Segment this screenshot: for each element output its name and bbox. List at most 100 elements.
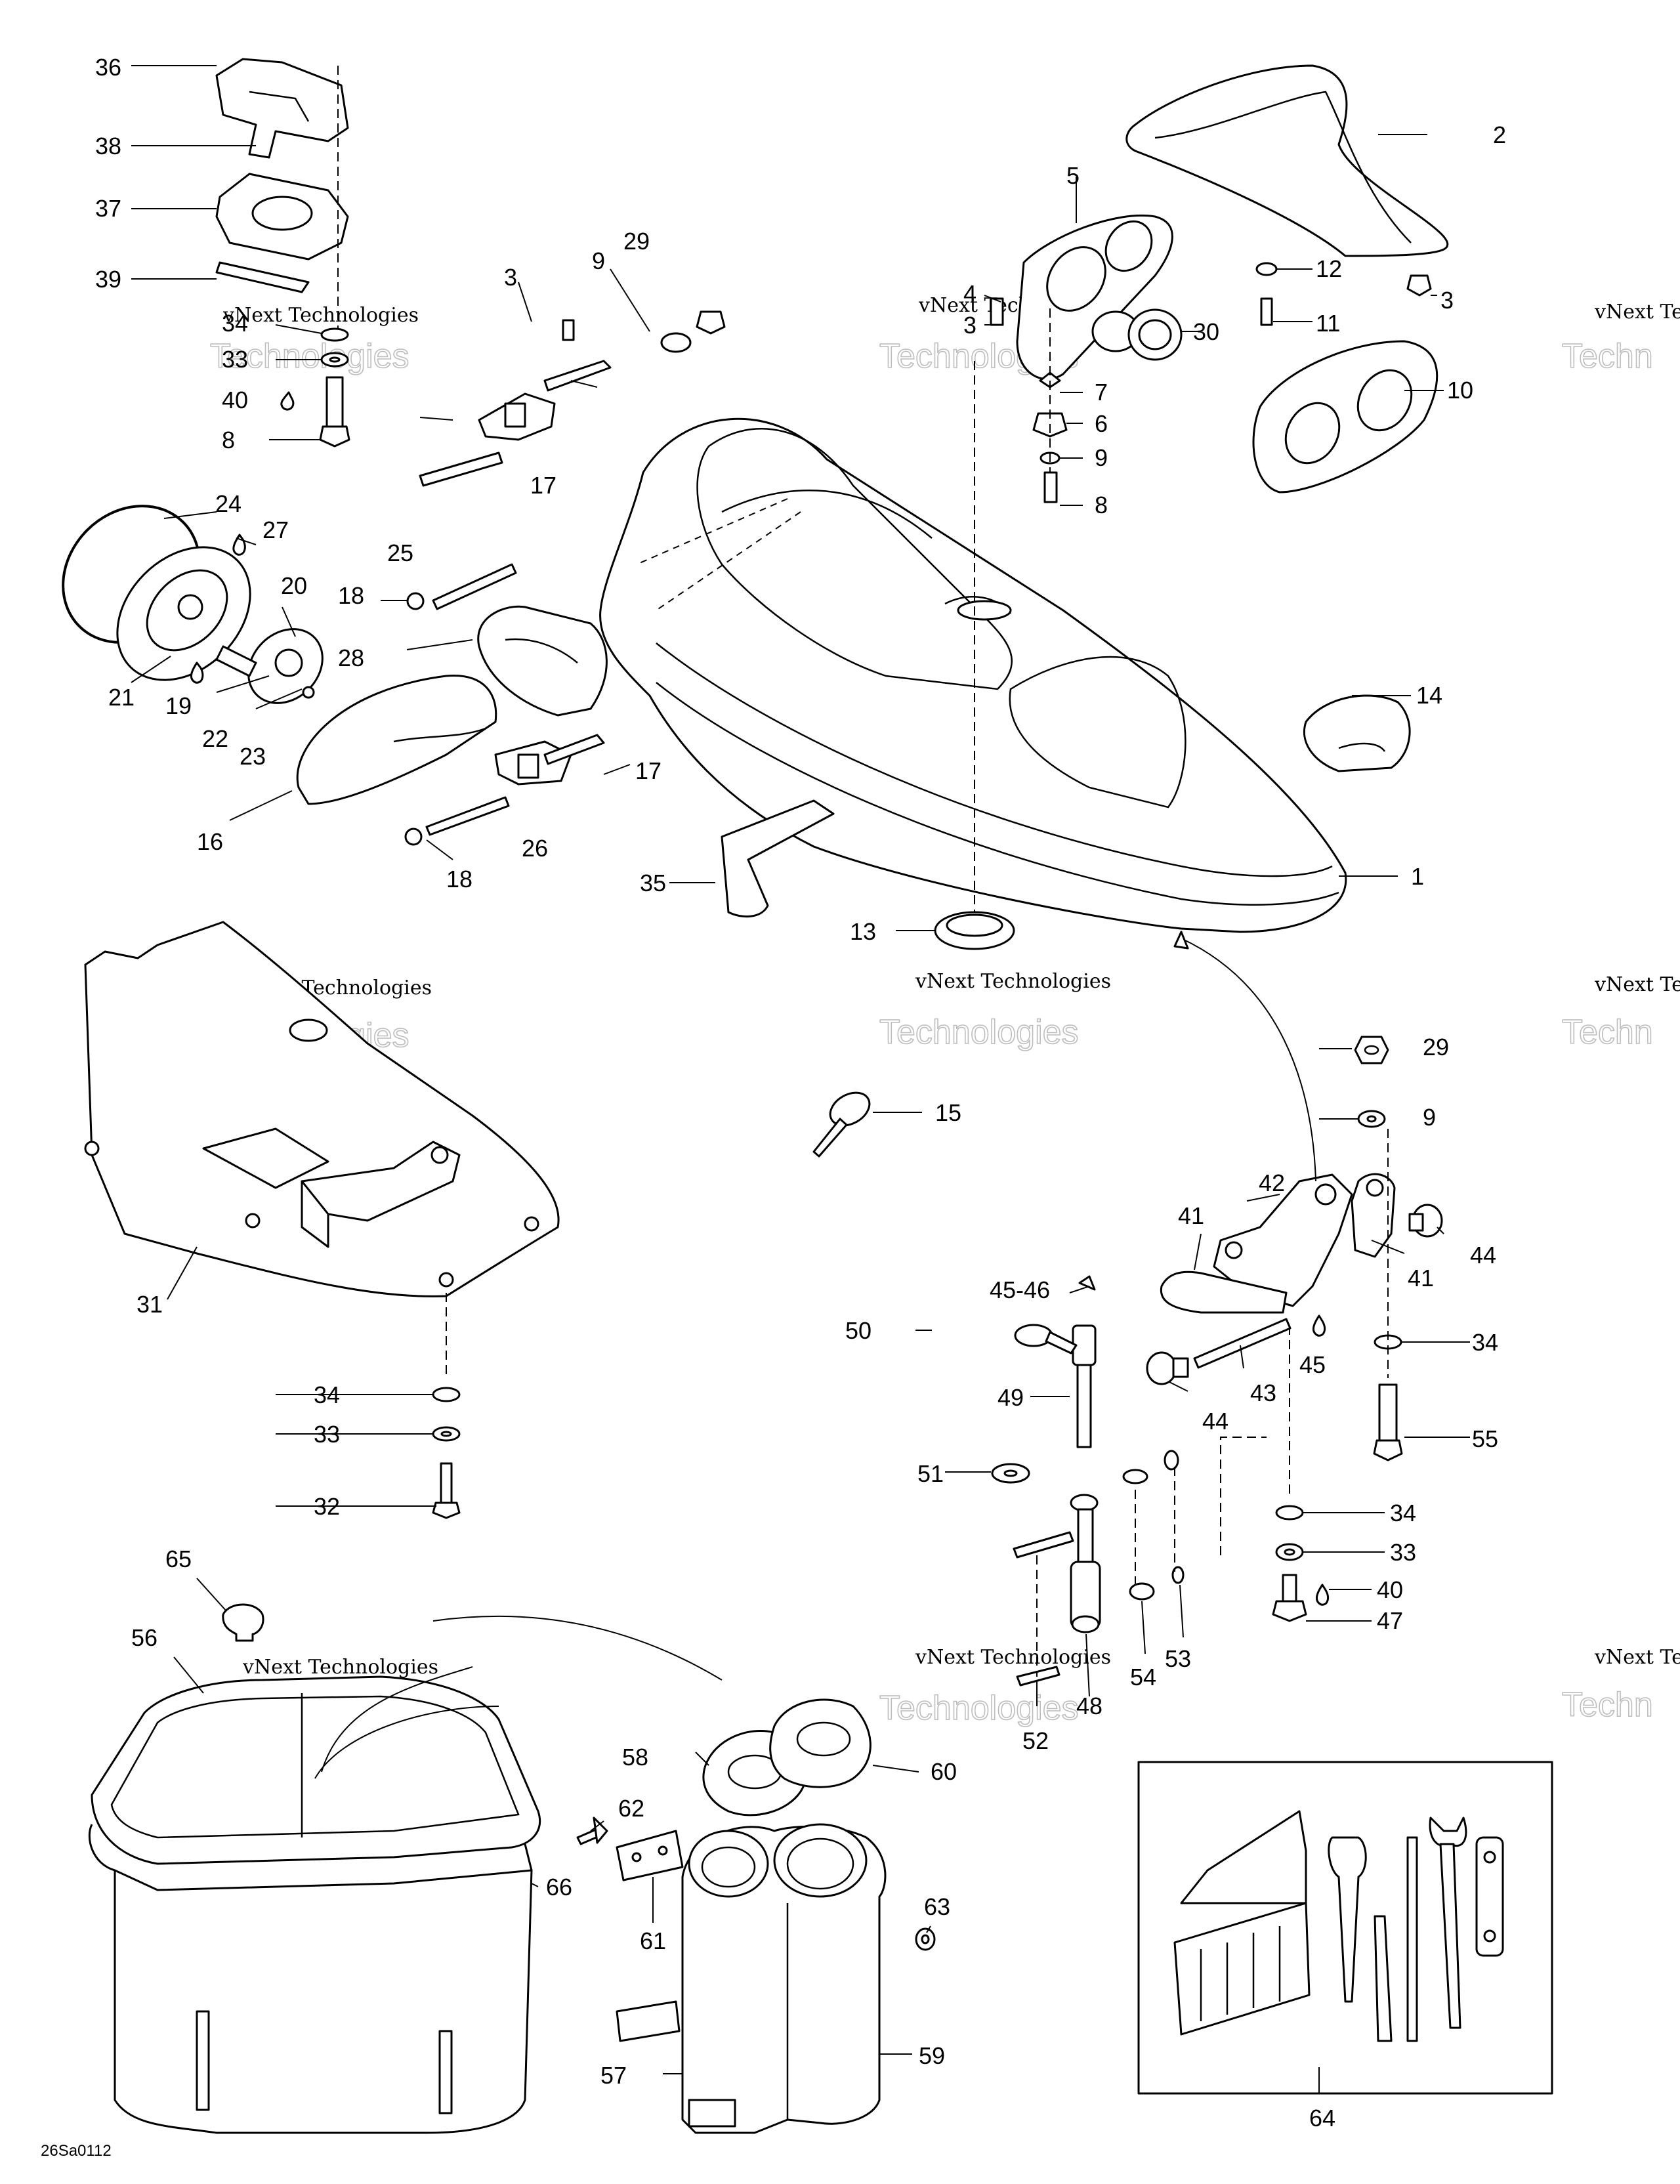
callout-54: 54 xyxy=(1130,1664,1156,1690)
storage-bin-56 xyxy=(88,1675,541,2134)
axis-line xyxy=(1220,1437,1267,1555)
svg-text:vNext Technologies: vNext Technologies xyxy=(915,1646,1111,1669)
callout-45: 45 xyxy=(1299,1351,1326,1378)
hinge-plate-37 xyxy=(215,173,349,261)
gauge-plate-5 xyxy=(1016,214,1173,381)
washer-33-top xyxy=(320,352,349,368)
bolt-upper xyxy=(1013,1531,1074,1559)
arm-41-right xyxy=(1351,1173,1396,1258)
callout-49: 49 xyxy=(998,1384,1024,1411)
callout-34-tray: 34 xyxy=(314,1381,340,1408)
watermark-fragment: vNext Te xyxy=(1594,1646,1680,1669)
svg-text:Technologies: Technologies xyxy=(210,337,410,375)
callout-56: 56 xyxy=(131,1624,158,1651)
grease-drop-45 xyxy=(1312,1314,1326,1337)
callout-40-lower: 40 xyxy=(1377,1576,1403,1603)
side-mirror-28 xyxy=(477,605,608,717)
grease-drop-27 xyxy=(232,534,246,556)
svg-text:vNext Technologies: vNext Technologies xyxy=(242,1656,438,1679)
callout-41-left: 41 xyxy=(1178,1202,1204,1229)
callout-31: 31 xyxy=(136,1291,163,1318)
callout-64: 64 xyxy=(1309,2105,1335,2132)
svg-text:vNext Technologies: vNext Technologies xyxy=(222,304,419,327)
bolt-26 xyxy=(425,796,510,836)
cable-tie-15 xyxy=(812,1091,871,1158)
grommet-13 xyxy=(934,911,1015,950)
callout-13: 13 xyxy=(850,918,876,945)
callout-18-bottom: 18 xyxy=(446,866,472,892)
callout-39: 39 xyxy=(95,266,121,293)
callout-38: 38 xyxy=(95,133,121,159)
callout-63: 63 xyxy=(924,1893,950,1920)
arrow xyxy=(314,1706,499,1779)
hinge-bracket-36 xyxy=(215,58,349,159)
bolt-55 xyxy=(1373,1383,1403,1461)
bolt-52 xyxy=(1016,1666,1060,1687)
handle-16 xyxy=(296,675,497,805)
watermark: vNext Technologies Technologies xyxy=(879,970,1111,1052)
cup-holder-59 xyxy=(681,1823,887,2134)
callout-8-gauge: 8 xyxy=(1095,492,1108,518)
callout-57: 57 xyxy=(600,2062,627,2089)
cap-plate-21 xyxy=(116,546,251,681)
gauge-bezel-30 xyxy=(1091,308,1183,361)
cup-lid-60 xyxy=(769,1698,872,1788)
arm-41-left xyxy=(1160,1270,1288,1314)
callout-41-right: 41 xyxy=(1408,1265,1434,1292)
nut-29-right xyxy=(1354,1036,1389,1064)
callout-15: 15 xyxy=(935,1099,961,1126)
gauge-cover-10 xyxy=(1252,340,1438,494)
callout-35: 35 xyxy=(640,870,666,896)
bracket-26 xyxy=(494,740,572,786)
callout-28: 28 xyxy=(338,644,364,671)
callout-29: 29 xyxy=(623,228,650,255)
callout-47: 47 xyxy=(1377,1607,1403,1634)
callout-18-top: 18 xyxy=(338,582,364,609)
callout-1: 1 xyxy=(1411,863,1424,890)
callout-51: 51 xyxy=(917,1460,944,1487)
washer-51 xyxy=(991,1463,1030,1484)
washer-63 xyxy=(915,1927,936,1951)
rod-39 xyxy=(215,261,310,293)
windshield-2 xyxy=(1125,64,1449,257)
grease-drop-40 xyxy=(280,391,295,411)
callout-42: 42 xyxy=(1259,1169,1285,1196)
callout-30: 30 xyxy=(1193,318,1219,345)
callout-labels: 36 38 37 39 34 33 40 8 3 9 29 2 5 4 3 30… xyxy=(95,54,1506,2132)
callout-52: 52 xyxy=(1022,1727,1049,1754)
callout-50: 50 xyxy=(845,1317,872,1344)
washer-33-lower xyxy=(1275,1543,1304,1561)
callout-26: 26 xyxy=(522,835,548,862)
callout-61: 61 xyxy=(640,1927,666,1954)
callout-60: 60 xyxy=(931,1758,957,1785)
knob-22 xyxy=(247,628,324,704)
cap-65 xyxy=(222,1603,264,1642)
callout-33-tray: 33 xyxy=(314,1421,340,1448)
grease-45-46 xyxy=(1078,1275,1096,1291)
watermark-fragment: Techn xyxy=(1562,1013,1653,1051)
callout-33-lower: 33 xyxy=(1390,1539,1416,1566)
under-tray-31 xyxy=(84,921,560,1297)
callout-44-right: 44 xyxy=(1470,1242,1496,1269)
svg-text:Technologies: Technologies xyxy=(879,1013,1079,1051)
nuts-18 xyxy=(404,592,425,846)
washer-34-lower xyxy=(1275,1505,1304,1521)
screw-23 xyxy=(302,686,315,699)
plate-61 xyxy=(616,1830,684,2042)
callout-34-lower: 34 xyxy=(1390,1500,1416,1526)
arrow-head xyxy=(1173,931,1189,950)
callout-8: 8 xyxy=(222,427,235,453)
callout-20: 20 xyxy=(281,572,307,599)
screw-4 xyxy=(990,297,1004,326)
callout-27: 27 xyxy=(262,516,289,543)
callout-32: 32 xyxy=(314,1493,340,1520)
callout-9-bracket: 9 xyxy=(1423,1104,1436,1131)
dash-guide xyxy=(636,498,788,565)
callout-33: 33 xyxy=(222,346,248,373)
callout-3-windshield: 3 xyxy=(1440,287,1454,314)
callout-23: 23 xyxy=(240,743,266,770)
bolt-25 xyxy=(432,563,517,610)
watermark: vNext Technologies Technologies xyxy=(209,304,419,376)
callout-48: 48 xyxy=(1076,1692,1102,1719)
